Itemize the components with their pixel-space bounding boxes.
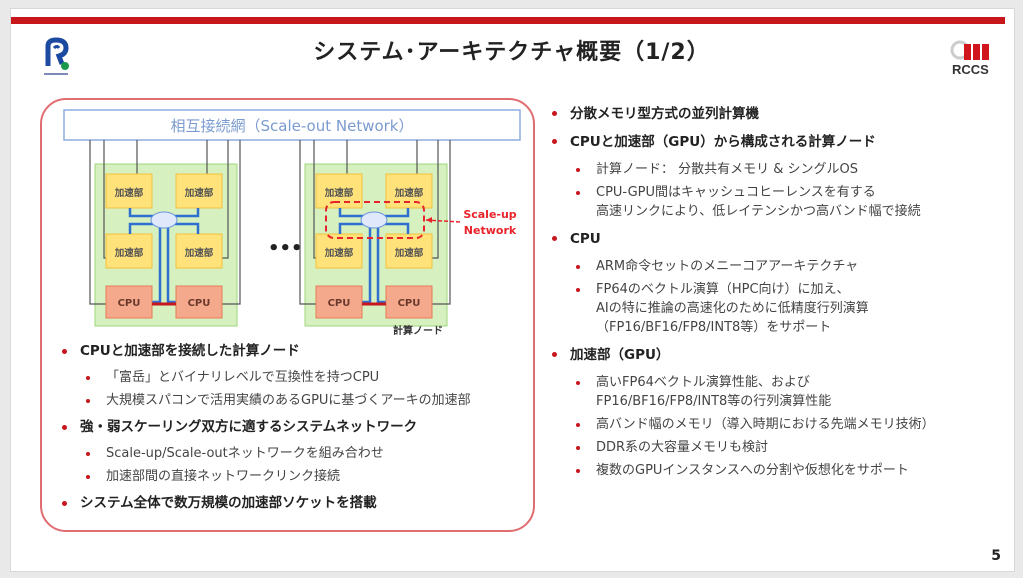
architecture-diagram: 相互接続網（Scale-out Network） 加速部 加速部 加速部 加速部… — [63, 109, 521, 337]
title-accent-bar — [11, 17, 1005, 24]
cpu-box — [385, 285, 433, 319]
accelerator-box — [385, 233, 433, 269]
list-subitem: 大規模スパコンで活用実績のあるGPUに基づくアーキの加速部 — [58, 391, 528, 410]
accelerator-box — [315, 233, 363, 269]
cpu-label: CPU — [328, 298, 351, 309]
interconnect-box — [63, 109, 521, 141]
line: FP64のベクトル演算（HPC向け）に加え、 — [596, 282, 850, 297]
list-item: 加速部（GPU） — [548, 341, 1008, 369]
list-item: CPUと加速部を接続した計算ノード — [58, 338, 528, 364]
list-subitem: 複数のGPUインスタンスへの分割や仮想化をサポート — [548, 461, 1008, 480]
line: FP16/BF16/FP8/INT8等の行列演算性能 — [596, 394, 832, 409]
list-item: CPUと加速部（GPU）から構成される計算ノード — [548, 128, 1008, 156]
accelerator-label: 加速部 — [114, 187, 144, 199]
accelerator-label: 加速部 — [324, 247, 354, 259]
line: 高速リンクにより、低レイテンシかつ高バンド幅で接続 — [596, 204, 921, 219]
line: CPU-GPU間はキャッシュコヒーレンスを有する — [596, 185, 876, 200]
compute-node-1: 加速部 加速部 加速部 加速部 CPU CPU — [89, 140, 241, 327]
accelerator-box — [105, 233, 153, 269]
line: 高いFP64ベクトル演算性能、および — [596, 375, 810, 390]
ellipsis: ••• — [268, 238, 303, 259]
cpu-box — [315, 285, 363, 319]
list-item: システム全体で数万規模の加速部ソケットを搭載 — [58, 490, 528, 516]
node-label: 計算ノード — [393, 324, 443, 337]
list-item: 分散メモリ型方式の並列計算機 — [548, 100, 1008, 128]
line: AIの特に推論の高速化のために低精度行列演算 — [596, 301, 869, 316]
page-number: 5 — [991, 548, 1001, 564]
accelerator-box — [105, 173, 153, 209]
list-subitem: 計算ノード： 分散共有メモリ & シングルOS — [548, 160, 1008, 179]
line: （FP16/BF16/FP8/INT8等）をサポート — [596, 320, 832, 335]
accelerator-box — [175, 173, 223, 209]
interconnect-label: 相互接続網（Scale-out Network） — [170, 117, 413, 135]
list-item: CPU — [548, 225, 1008, 253]
left-bullet-list: CPUと加速部を接続した計算ノード 「富岳」とバイナリレベルで互換性を持つCPU… — [58, 338, 528, 516]
riken-logo-icon — [44, 37, 69, 75]
list-item: 強・弱スケーリング双方に適するシステムネットワーク — [58, 414, 528, 440]
accelerator-label: 加速部 — [184, 247, 214, 259]
accelerator-label: 加速部 — [394, 247, 424, 259]
switch-icon — [360, 211, 388, 229]
accelerator-label: 加速部 — [394, 187, 424, 199]
compute-node-2: 加速部 加速部 加速部 加速部 CPU CPU 計算ノード — [299, 140, 461, 337]
list-subitem: CPU-GPU間はキャッシュコヒーレンスを有する高速リンクにより、低レイテンシか… — [548, 183, 1008, 221]
cpu-label: CPU — [398, 298, 421, 309]
scaleup-highlight — [325, 201, 425, 239]
right-bullet-list: 分散メモリ型方式の並列計算機 CPUと加速部（GPU）から構成される計算ノード … — [548, 100, 1008, 484]
switch-icon — [150, 211, 178, 229]
cpu-box — [175, 285, 223, 319]
cpu-label: CPU — [118, 298, 141, 309]
list-subitem: Scale-up/Scale-outネットワークを組み合わせ — [58, 444, 528, 463]
accelerator-label: 加速部 — [324, 187, 354, 199]
svg-text:RCCS: RCCS — [952, 62, 989, 77]
scaleup-label: Scale-up — [463, 208, 516, 221]
cpu-box — [105, 285, 153, 319]
list-subitem: 高バンド幅のメモリ（導入時期における先端メモリ技術） — [548, 415, 1008, 434]
list-subitem: ARM命令セットのメニーコアアーキテクチャ — [548, 257, 1008, 276]
list-subitem: 高いFP64ベクトル演算性能、および FP16/BF16/FP8/INT8等の行列… — [548, 373, 1008, 411]
list-subitem: FP64のベクトル演算（HPC向け）に加え、 AIの特に推論の高速化のために低精度… — [548, 280, 1008, 337]
accelerator-label: 加速部 — [114, 247, 144, 259]
accelerator-label: 加速部 — [184, 187, 214, 199]
cpu-label: CPU — [188, 298, 211, 309]
slide-title: システム･アーキテクチャ概要（1/2） — [313, 40, 710, 65]
list-subitem: 加速部間の直接ネットワークリンク接続 — [58, 467, 528, 486]
rccs-logo-icon: RCCS — [950, 40, 989, 77]
architecture-panel — [40, 98, 535, 532]
scaleup-label: Network — [464, 224, 517, 237]
list-subitem: 「富岳」とバイナリレベルで互換性を持つCPU — [58, 368, 528, 387]
list-subitem: DDR系の大容量メモリも検討 — [548, 438, 1008, 457]
arrow-icon — [426, 217, 432, 223]
